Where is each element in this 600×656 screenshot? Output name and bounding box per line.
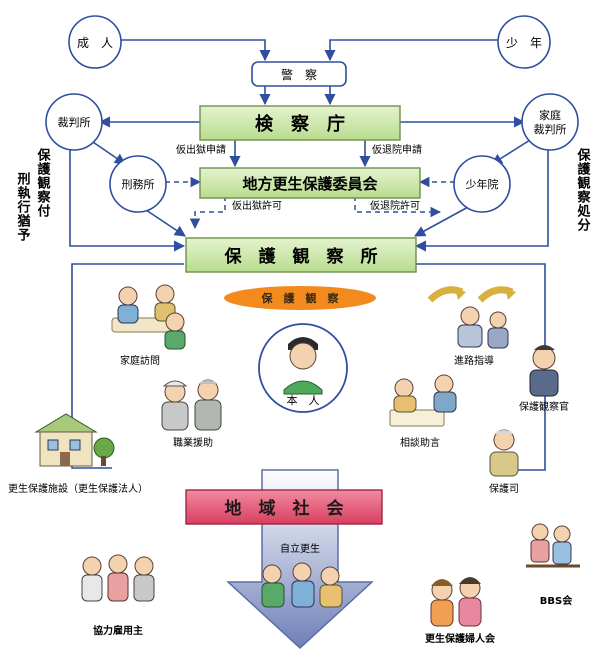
left-side-labels: 保護観察付 刑執行猶予 xyxy=(15,147,52,242)
self-reliance-label: 自立更生 xyxy=(280,542,320,555)
court-label: 裁判所 xyxy=(58,116,91,129)
community-node xyxy=(185,489,383,525)
prison-label: 刑務所 xyxy=(122,177,155,191)
left-col1-text: 保護観察付 xyxy=(35,147,52,218)
rehab-facility-illustration xyxy=(34,413,115,467)
right-col-text: 保護観察処分 xyxy=(575,147,592,232)
cooperating-employer-label: 協力雇用主 xyxy=(93,624,143,637)
family-court-label-1: 家庭 xyxy=(539,108,561,122)
release-request-label: 仮退院申請 xyxy=(372,143,422,156)
womens-association-illustration xyxy=(430,577,482,627)
probation-officer-illustration xyxy=(529,345,559,397)
juvenile-label: 少 年 xyxy=(506,36,542,50)
dashed-connectors xyxy=(165,176,455,230)
probation-office-label: 保 護 観 察 所 xyxy=(224,246,378,267)
adult-node xyxy=(68,15,122,69)
parole-permit-label: 仮出獄許可 xyxy=(232,199,282,212)
adult-label: 成 人 xyxy=(77,36,113,50)
police-node xyxy=(251,61,347,87)
self-reliance-illustration xyxy=(261,562,343,608)
person-label: 本 人 xyxy=(287,393,320,407)
volunteer-po-label: 保護司 xyxy=(489,482,519,495)
counseling-label: 相談助言 xyxy=(400,436,440,449)
person-illustration xyxy=(283,337,323,395)
womens-association-label: 更生保護婦人会 xyxy=(425,632,495,645)
home-visit-label: 家庭訪問 xyxy=(120,354,160,367)
bbs-label: BBS会 xyxy=(540,594,572,607)
probation-office-node xyxy=(185,237,417,273)
police-label: 警 察 xyxy=(281,67,317,82)
probation-oval-label: 保 護 観 察 xyxy=(261,291,340,305)
family-court-label-2: 裁判所 xyxy=(534,123,567,136)
counseling-illustration xyxy=(389,374,457,427)
community-label: 地 域 社 会 xyxy=(225,498,344,519)
prison-node xyxy=(109,155,167,213)
job-support-label: 職業援助 xyxy=(173,436,213,449)
probation-officer-label: 保護観察官 xyxy=(519,400,569,413)
home-visit-illustration xyxy=(111,284,186,350)
release-permit-label: 仮退院許可 xyxy=(370,199,420,212)
training-school-node xyxy=(453,155,511,213)
volunteer-po-illustration xyxy=(489,429,519,477)
prosecutors-label: 検 察 庁 xyxy=(255,113,345,135)
job-support-illustration xyxy=(161,379,222,431)
left-col2-text: 刑執行猶予 xyxy=(15,172,32,242)
prosecutors-node xyxy=(199,105,401,141)
training-school-label: 少年院 xyxy=(466,177,499,191)
family-court-node xyxy=(521,93,579,151)
juvenile-node xyxy=(497,15,551,69)
rehab-facility-label: 更生保護施設（更生保護法人） xyxy=(8,482,148,495)
bbs-illustration xyxy=(526,523,580,568)
court-node xyxy=(45,93,103,151)
parole-request-label: 仮出獄申請 xyxy=(176,143,226,156)
parole-board-node xyxy=(199,167,421,199)
career-guidance-label: 進路指導 xyxy=(454,354,494,367)
parole-board-label: 地方更生保護委員会 xyxy=(242,175,377,193)
probation-oval xyxy=(224,286,376,310)
cooperating-employer-illustration xyxy=(81,554,155,602)
career-guidance-illustration xyxy=(427,286,516,349)
